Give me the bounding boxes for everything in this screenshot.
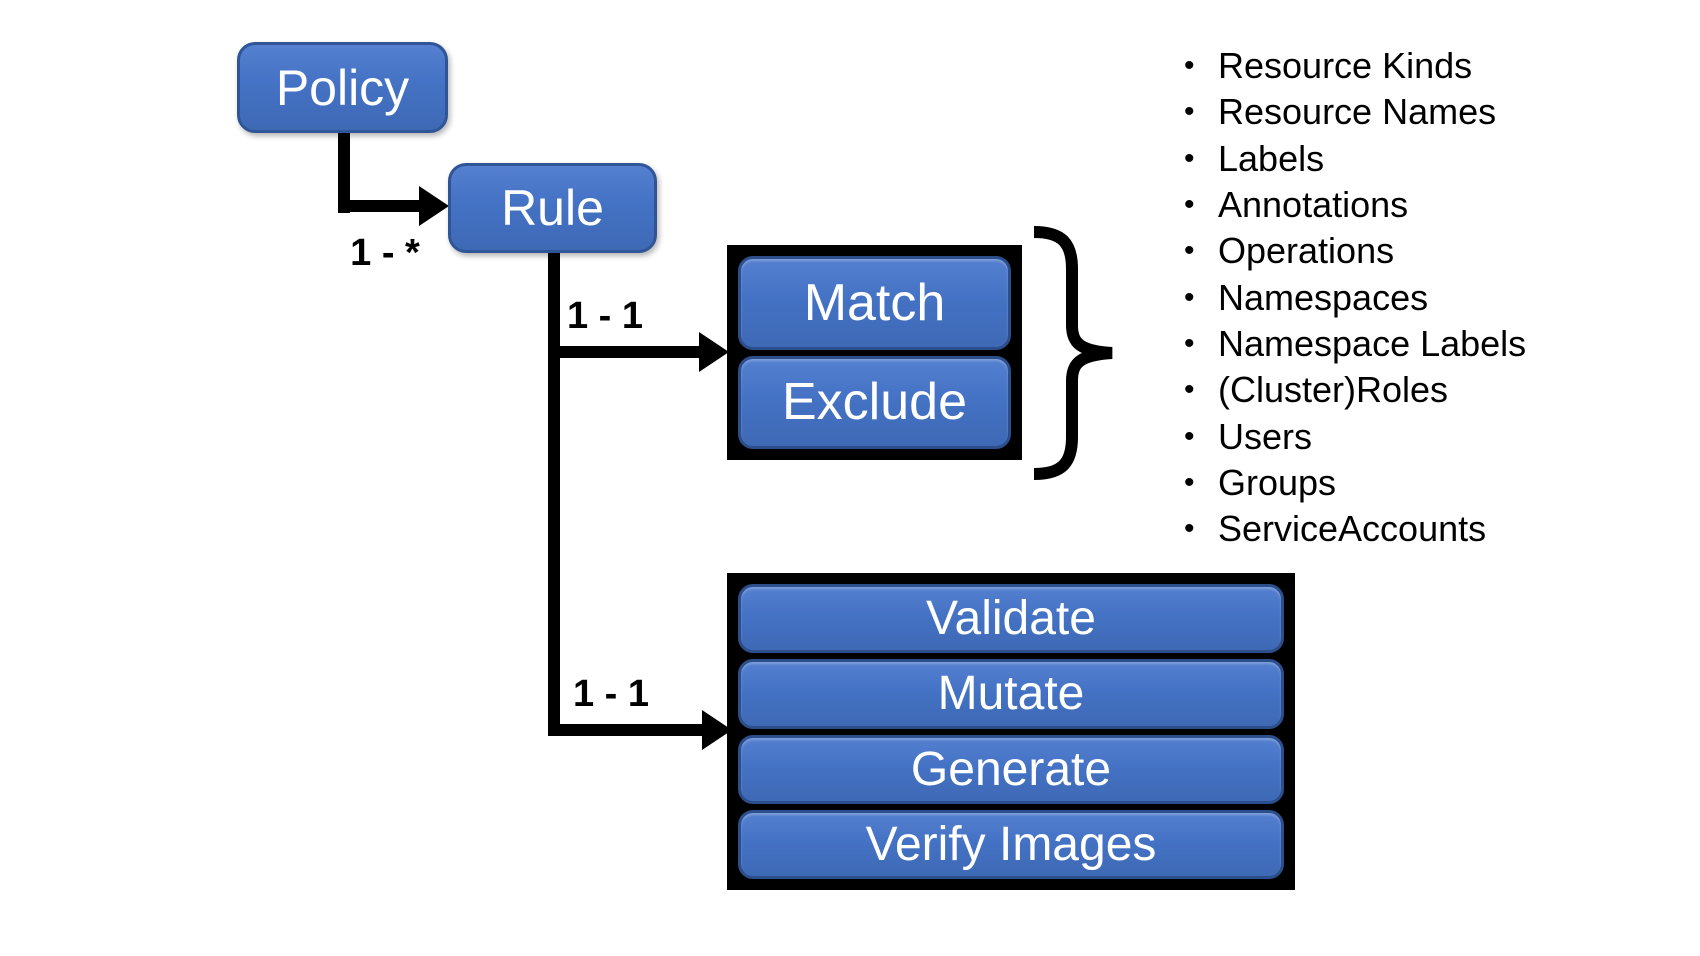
list-item-label: Namespace Labels: [1218, 322, 1527, 364]
list-item-label: Resource Kinds: [1218, 45, 1473, 87]
curly-brace-icon: [1033, 226, 1113, 480]
bullet-icon: •: [1184, 419, 1195, 453]
node-policy: Policy: [237, 42, 448, 133]
bullet-icon: •: [1184, 512, 1195, 546]
action-group-box: Mutate: [738, 659, 1284, 729]
bullet-icon: •: [1184, 234, 1195, 268]
policy-rule-connector-vertical: [338, 131, 350, 213]
match-group-box: Match: [738, 256, 1011, 350]
rule-match-connector-horizontal: [548, 346, 699, 358]
bullet-icon: •: [1184, 188, 1195, 222]
rule-actions-connector-horizontal: [548, 724, 702, 736]
list-item: • Labels: [1184, 136, 1526, 182]
list-item-label: Labels: [1218, 137, 1325, 179]
bullet-icon: •: [1184, 95, 1195, 129]
action-group-box: Generate: [738, 734, 1284, 804]
bullet-icon: •: [1184, 373, 1195, 407]
bullet-icon: •: [1184, 141, 1195, 175]
list-item: • Resource Kinds: [1184, 43, 1526, 89]
policy-rule-cardinality-label: 1 - *: [350, 232, 420, 274]
bullet-icon: •: [1184, 49, 1195, 83]
match-filters-list: • Resource Kinds • Resource Names • Labe…: [1184, 43, 1526, 552]
list-item-label: Operations: [1218, 230, 1395, 272]
rule-match-arrowhead-icon: [699, 332, 729, 372]
bullet-icon: •: [1184, 280, 1195, 314]
list-item-label: Namespaces: [1218, 276, 1429, 318]
list-item-label: Groups: [1218, 461, 1337, 503]
list-item: • Resource Names: [1184, 89, 1526, 135]
list-item: • (Cluster)Roles: [1184, 367, 1526, 413]
list-item: • Annotations: [1184, 182, 1526, 228]
bullet-icon: •: [1184, 326, 1195, 360]
policy-rule-connector-horizontal: [338, 200, 419, 212]
action-group-box: Verify Images: [738, 809, 1284, 879]
node-rule: Rule: [448, 163, 657, 253]
list-item-label: Annotations: [1218, 184, 1409, 226]
policy-rule-arrowhead-icon: [419, 186, 449, 226]
list-item: • Groups: [1184, 460, 1526, 506]
list-item-label: Resource Names: [1218, 91, 1497, 133]
list-item-label: (Cluster)Roles: [1218, 369, 1449, 411]
rule-trunk-connector-vertical: [548, 251, 560, 736]
list-item: • Operations: [1184, 228, 1526, 274]
list-item: • ServiceAccounts: [1184, 506, 1526, 552]
list-item-label: ServiceAccounts: [1218, 508, 1487, 550]
match-group-box: Exclude: [738, 355, 1011, 449]
list-item: • Namespace Labels: [1184, 321, 1526, 367]
list-item-label: Users: [1218, 415, 1313, 457]
rule-actions-cardinality-label: 1 - 1: [572, 673, 650, 715]
bullet-icon: •: [1184, 465, 1195, 499]
action-group-box: Validate: [738, 584, 1284, 654]
rule-match-cardinality-label: 1 - 1: [566, 295, 644, 337]
list-item: • Namespaces: [1184, 274, 1526, 320]
list-item: • Users: [1184, 413, 1526, 459]
